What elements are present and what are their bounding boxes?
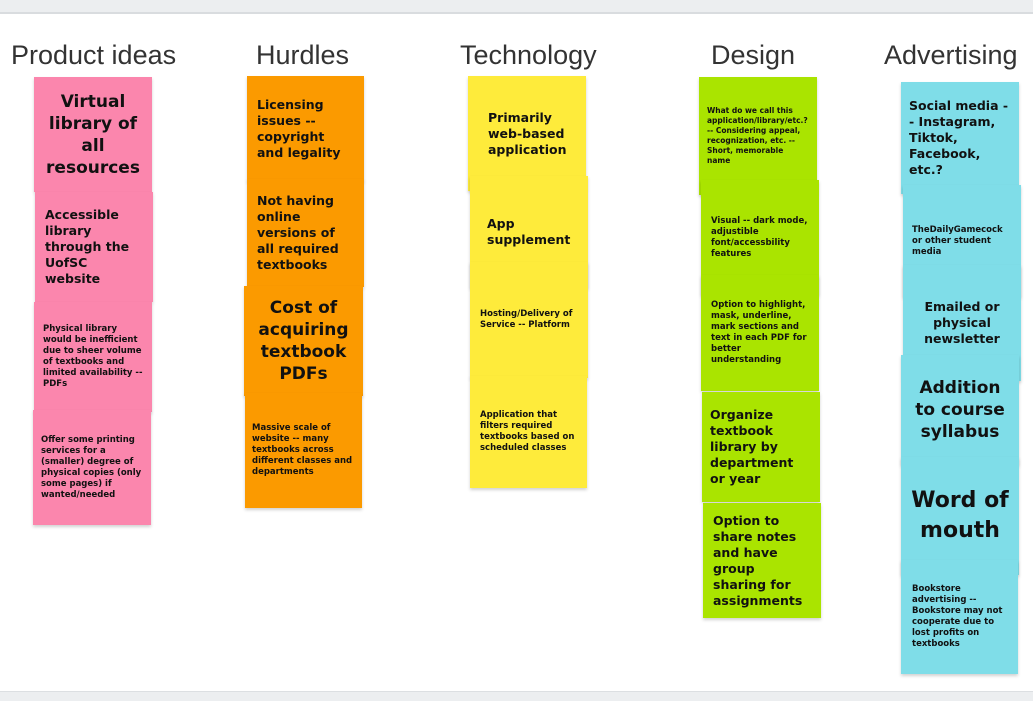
sticky-note-text: Bookstore advertising -- Bookstore may n… <box>912 584 1003 649</box>
sticky-note-text: Not having online versions of all requir… <box>257 193 339 272</box>
sticky-note-text: Physical library would be inefficient du… <box>43 324 143 389</box>
bottom-toolbar <box>0 691 1033 701</box>
sticky-note-text: Application that filters required textbo… <box>480 410 575 453</box>
sticky-note-text: Massive scale of website -- many textboo… <box>252 423 353 477</box>
sticky-note-text: Primarily web-based application <box>488 109 567 157</box>
sticky-note-text: Emailed or physical newsletter <box>924 299 1000 346</box>
sticky-note-hurdles-4[interactable]: Massive scale of website -- many textboo… <box>245 393 362 508</box>
sticky-note-advertising-4[interactable]: Addition to course syllabus <box>901 355 1019 465</box>
sticky-note-text: Option to share notes and have group sha… <box>713 512 803 608</box>
sticky-note-product-ideas-1[interactable]: Virtual library of all resources <box>34 77 152 192</box>
sticky-note-design-1[interactable]: What do we call this application/library… <box>699 77 817 195</box>
sticky-note-hurdles-2[interactable]: Not having online versions of all requir… <box>247 179 364 287</box>
sticky-note-text: Option to highlight, mask, underline, ma… <box>711 300 807 365</box>
sticky-note-text: Cost of acquiring textbook PDFs <box>258 298 349 384</box>
sticky-note-technology-1[interactable]: Primarily web-based application <box>468 76 586 191</box>
sticky-note-hurdles-3[interactable]: Cost of acquiring textbook PDFs <box>244 286 363 396</box>
sticky-note-text: App supplement <box>487 216 571 247</box>
sticky-note-advertising-5[interactable]: Word of mouth <box>901 457 1019 575</box>
sticky-note-text: Addition to course syllabus <box>915 378 1005 442</box>
sticky-note-text: Virtual library of all resources <box>46 91 140 178</box>
sticky-note-technology-4[interactable]: Application that filters required textbo… <box>470 376 587 488</box>
sticky-note-product-ideas-2[interactable]: Accessible library through the UofSC web… <box>35 192 153 302</box>
sticky-note-product-ideas-4[interactable]: Offer some printing services for a (smal… <box>33 410 151 525</box>
sticky-note-text: Licensing issues -- copyright and legali… <box>257 96 341 160</box>
column-title-hurdles[interactable]: Hurdles <box>256 40 350 70</box>
sticky-note-technology-3[interactable]: Hosting/Delivery of Service -- Platform <box>470 262 588 378</box>
column-title-product-ideas[interactable]: Product ideas <box>11 40 177 70</box>
sticky-note-advertising-6[interactable]: Bookstore advertising -- Bookstore may n… <box>901 560 1018 674</box>
column-title-advertising[interactable]: Advertising <box>884 40 1018 70</box>
sticky-note-text: Offer some printing services for a (smal… <box>41 434 142 500</box>
sticky-note-hurdles-1[interactable]: Licensing issues -- copyright and legali… <box>247 76 364 181</box>
sticky-note-text: What do we call this application/library… <box>707 106 808 165</box>
top-toolbar <box>0 0 1033 14</box>
sticky-note-design-5[interactable]: Option to share notes and have group sha… <box>703 503 821 618</box>
sticky-note-text: Hosting/Delivery of Service -- Platform <box>480 309 573 330</box>
sticky-note-advertising-1[interactable]: Social media -- Instagram, Tiktok, Faceb… <box>901 82 1019 194</box>
sticky-note-text: Social media -- Instagram, Tiktok, Faceb… <box>909 98 1009 177</box>
sticky-note-design-4[interactable]: Organize textbook library by department … <box>702 392 820 502</box>
sticky-note-text: Visual -- dark mode, adjustible font/acc… <box>711 215 808 259</box>
column-title-design[interactable]: Design <box>711 40 796 70</box>
sticky-note-product-ideas-3[interactable]: Physical library would be inefficient du… <box>34 302 152 412</box>
sticky-note-text: TheDailyGamecock or other student media <box>912 224 1003 257</box>
sticky-note-text: Accessible library through the UofSC web… <box>45 207 130 286</box>
sticky-note-design-3[interactable]: Option to highlight, mask, underline, ma… <box>701 275 819 391</box>
sticky-note-text: Organize textbook library by department … <box>710 407 794 486</box>
column-title-technology[interactable]: Technology <box>460 40 597 70</box>
sticky-note-text: Word of mouth <box>911 488 1009 543</box>
